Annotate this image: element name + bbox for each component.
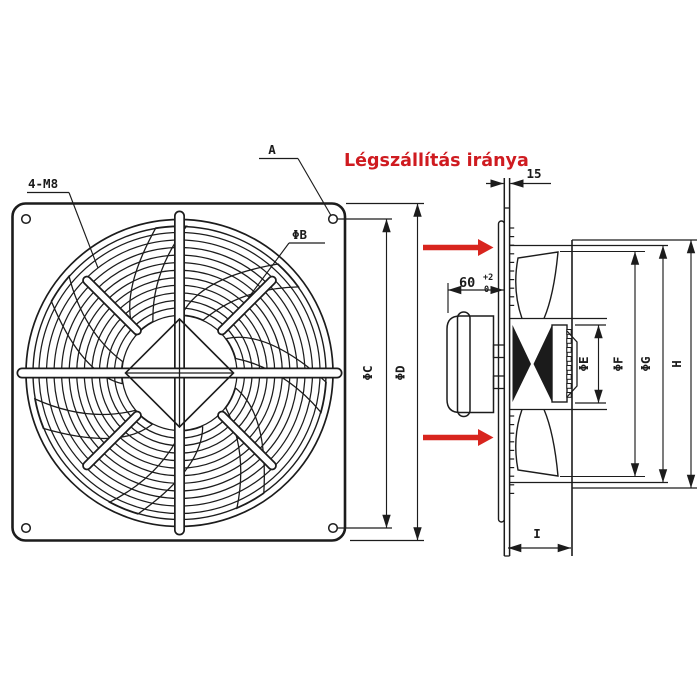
airflow-arrow-icon [423, 429, 494, 446]
side-view [446, 178, 697, 557]
guard-diagonal-struts [82, 275, 277, 471]
airflow-direction-title: Légszállítás iránya [344, 151, 529, 171]
corner-hole [327, 213, 339, 225]
corner-hole [327, 522, 339, 534]
guard-wire-sections [509, 227, 515, 494]
label-guard-diameter: ΦB [292, 227, 308, 242]
corner-hole [20, 522, 32, 534]
fan-ring-profile [509, 239, 697, 556]
blade-profile-lower [515, 409, 559, 477]
front-view [11, 202, 347, 542]
label-corner-holes: 4-M8 [28, 176, 58, 191]
label-impeller-diameter: ΦF [611, 356, 626, 371]
label-protrusion: 60 [459, 275, 475, 291]
label-plate-size: ΦD [393, 365, 408, 380]
side-plate [503, 178, 511, 557]
blade-profile-upper [515, 251, 559, 319]
label-depth: I [533, 526, 541, 541]
label-detail-A: A [268, 142, 276, 157]
mounting-plate [11, 202, 347, 542]
guard-rim-profile [497, 220, 506, 523]
label-ring-diameter: ΦG [638, 356, 653, 371]
motor-finned-block [551, 324, 578, 403]
label-motor-diameter: ΦE [576, 356, 591, 371]
leader-4M8 [27, 191, 99, 269]
leader-phiB [248, 242, 325, 298]
airflow-annotation: Légszállítás iránya [344, 151, 529, 446]
corner-hole [20, 213, 32, 225]
dimensions: A 4-M8 ΦB 15 60 +2 0 ΦC ΦD ΦE ΦF ΦG H I [27, 142, 696, 553]
label-protrusion-tol-lower: 0 [484, 285, 489, 295]
hub-cone-section [512, 325, 552, 402]
hub-cover-diamond [124, 317, 235, 429]
label-plate-thickness: 15 [526, 166, 541, 181]
leader-A [259, 157, 332, 216]
label-protrusion-tol-upper: +2 [483, 273, 493, 283]
label-bolt-circle: ΦC [360, 365, 375, 380]
airflow-arrow-icon [423, 239, 494, 256]
label-overall-height: H [669, 360, 684, 368]
motor-rear-housing [446, 311, 505, 418]
